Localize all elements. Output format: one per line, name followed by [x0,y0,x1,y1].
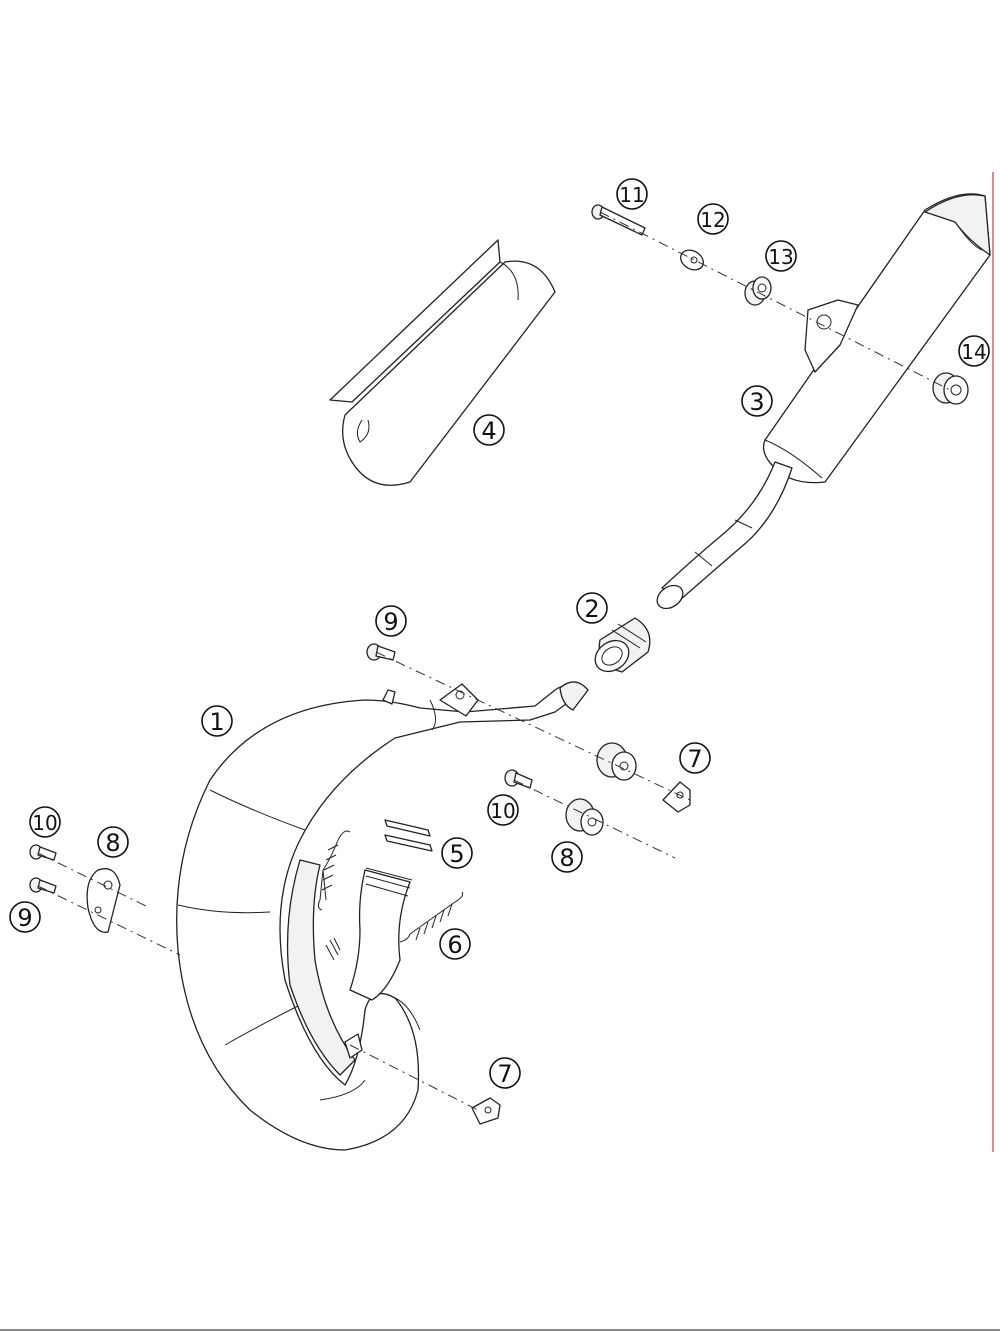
exhaust-pipe [176,681,589,1151]
svg-text:10: 10 [32,811,57,835]
bolt-9-upper [366,643,396,661]
svg-text:11: 11 [619,183,644,207]
svg-text:9: 9 [383,608,398,636]
callout-6: 6 [439,928,471,960]
callout-3: 3 [741,385,773,417]
callout-9-upper: 9 [375,605,407,637]
svg-text:2: 2 [584,595,599,623]
callout-12: 12 [697,203,729,235]
svg-text:12: 12 [700,208,725,232]
rubber-bush-13 [744,276,772,306]
silencer [656,193,991,610]
bolt-10-middle [504,769,533,789]
callout-10-left: 10 [29,806,61,838]
clip-nut-lower [471,1097,501,1125]
svg-text:14: 14 [961,340,986,364]
callout-5: 5 [441,837,473,869]
rubber-mount-middle [565,798,604,836]
callout-7-upper: 7 [679,742,711,774]
svg-text:8: 8 [559,844,574,872]
rubber-mount-upper [596,742,637,781]
callout-8-middle: 8 [551,841,583,873]
svg-text:9: 9 [17,904,32,932]
callout-2: 2 [576,592,608,624]
connector-sleeve [594,617,651,673]
callout-7-lower: 7 [489,1057,521,1089]
callout-4: 4 [473,414,505,446]
spring-left [317,830,351,911]
assembly-axes [37,211,951,1111]
svg-text:5: 5 [449,840,464,868]
svg-text:4: 4 [481,417,496,445]
clip-nut-upper [662,781,691,813]
svg-text:13: 13 [768,245,793,269]
o-ring-set [384,819,433,852]
rubber-bush-14 [932,372,969,405]
heat-shield-sleeve [329,239,556,486]
bolt-10-left [29,844,57,861]
callout-9-left: 9 [9,901,41,933]
svg-text:6: 6 [447,931,462,959]
callout-8-left: 8 [97,826,129,858]
svg-text:1: 1 [209,708,224,736]
svg-text:10: 10 [490,799,515,823]
callout-1: 1 [201,705,233,737]
callout-13: 13 [765,240,797,272]
callout-11: 11 [616,178,648,210]
callout-10-middle: 10 [487,794,519,826]
svg-text:7: 7 [687,745,702,773]
svg-text:7: 7 [497,1060,512,1088]
rubber-mount-left [86,868,121,933]
bolt-9-left [29,877,57,894]
svg-text:8: 8 [105,829,120,857]
washer-12 [680,249,704,271]
svg-text:3: 3 [749,388,764,416]
spring-right [399,891,464,943]
bolt-11 [591,204,646,236]
callout-14: 14 [958,335,990,367]
